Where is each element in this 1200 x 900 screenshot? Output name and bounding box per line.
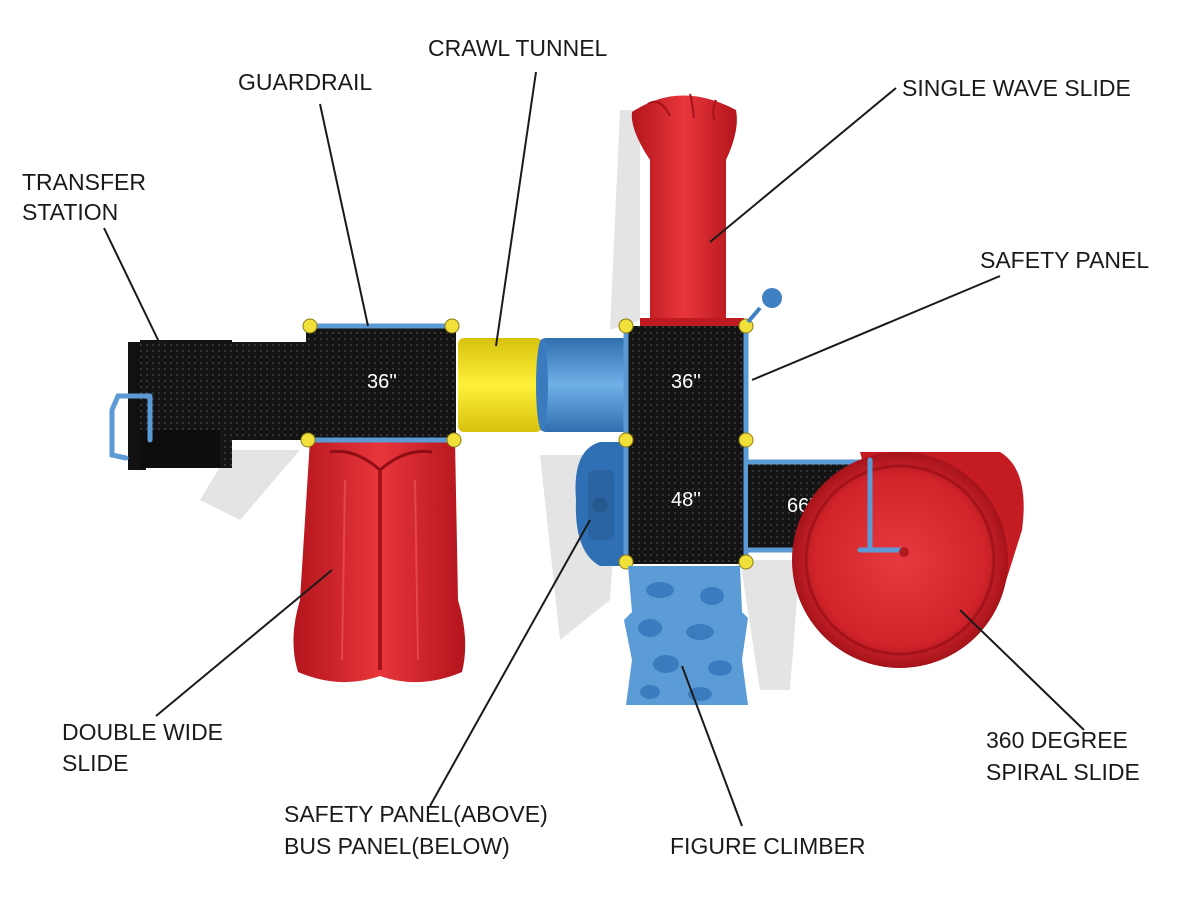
labels: CRAWL TUNNEL GUARDRAIL SINGLE WAVE SLIDE… [22, 35, 1149, 859]
transfer-station-label-2: STATION [22, 199, 118, 225]
figure-climber-label: FIGURE CLIMBER [670, 833, 866, 859]
top-right-deck-height: 36'' [671, 371, 701, 393]
left-deck-height: 36'' [367, 371, 397, 393]
connector-deck [230, 342, 312, 440]
single-wave-slide-label: SINGLE WAVE SLIDE [902, 75, 1131, 101]
spiral-slide-label-1: 360 DEGREE [986, 727, 1128, 753]
figure-climber [624, 566, 748, 705]
crawl-tunnel [458, 338, 628, 432]
double-wide-slide-label-1: DOUBLE WIDE [62, 719, 223, 745]
left-deck-36: 36'' [300, 318, 462, 448]
safety-bus-panel-label-2: BUS PANEL(BELOW) [284, 833, 510, 859]
leader-lines [103, 71, 1085, 827]
transfer-station [109, 340, 232, 470]
guardrail-label: GUARDRAIL [238, 69, 372, 95]
transfer-station-label-1: TRANSFER [22, 169, 146, 195]
double-wide-slide [293, 440, 466, 683]
safety-panel-label: SAFETY PANEL [980, 247, 1149, 273]
double-wide-slide-label-2: SLIDE [62, 750, 128, 776]
center-deck-48: 48'' [618, 432, 754, 570]
bus-panel [575, 442, 624, 566]
center-deck-height: 48'' [671, 489, 701, 511]
single-wave-slide [631, 93, 744, 330]
safety-bus-panel-label-1: SAFETY PANEL(ABOVE) [284, 801, 548, 827]
spiral-slide-label-2: SPIRAL SLIDE [986, 759, 1140, 785]
spiral-slide [792, 452, 1024, 668]
crawl-tunnel-label: CRAWL TUNNEL [428, 35, 608, 61]
top-right-deck-36: 36'' [618, 288, 782, 441]
